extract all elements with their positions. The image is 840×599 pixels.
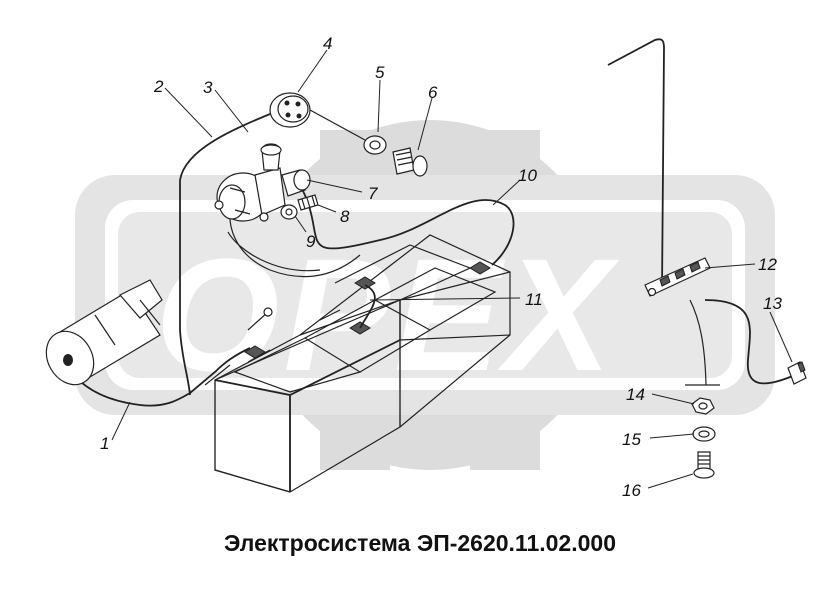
callout-16: 16	[622, 481, 641, 500]
part-5-washer	[363, 135, 387, 155]
cable-1-lug	[263, 307, 273, 317]
callout-5: 5	[375, 63, 385, 82]
watermark-text: OPEX	[155, 225, 620, 404]
cable-2	[179, 109, 281, 396]
cable-10	[299, 184, 515, 266]
callout-6: 6	[428, 83, 438, 102]
diagram-caption: Электросистема ЭП-2620.11.02.000	[224, 530, 616, 556]
part-6-bolt	[392, 147, 428, 177]
callout-13: 13	[763, 294, 782, 313]
part-12-terminal-strip	[644, 257, 711, 297]
callout-14: 14	[626, 385, 645, 404]
callout-11: 11	[525, 290, 543, 309]
callout-15: 15	[622, 430, 641, 449]
part-16-bolt	[693, 451, 715, 479]
part-13-connector	[787, 361, 807, 385]
callout-1: 1	[100, 434, 109, 453]
cable-11	[359, 284, 376, 329]
cable-drop	[685, 299, 720, 386]
battery-block	[214, 234, 511, 493]
callout-2: 2	[153, 77, 164, 96]
callout-9: 9	[306, 232, 316, 251]
callout-8: 8	[340, 207, 350, 226]
heater-unit	[45, 279, 163, 386]
part-4-disc	[269, 92, 366, 141]
antenna-rod	[607, 38, 665, 291]
cable-to-13	[704, 299, 796, 385]
callout-7: 7	[368, 184, 378, 203]
callout-12: 12	[758, 255, 777, 274]
leader-lines	[111, 49, 793, 489]
part-7-pump-unit	[214, 143, 311, 222]
callout-10: 10	[518, 166, 537, 185]
cable-3b	[227, 231, 321, 272]
part-9-washer	[280, 204, 298, 220]
cable-3	[229, 199, 361, 278]
cable-1	[64, 347, 251, 407]
watermark-logo: OPEX	[75, 120, 775, 470]
callout-3: 3	[203, 78, 213, 97]
callout-4: 4	[323, 34, 332, 53]
part-14-nut	[691, 397, 715, 415]
part-15-washer	[692, 426, 716, 442]
